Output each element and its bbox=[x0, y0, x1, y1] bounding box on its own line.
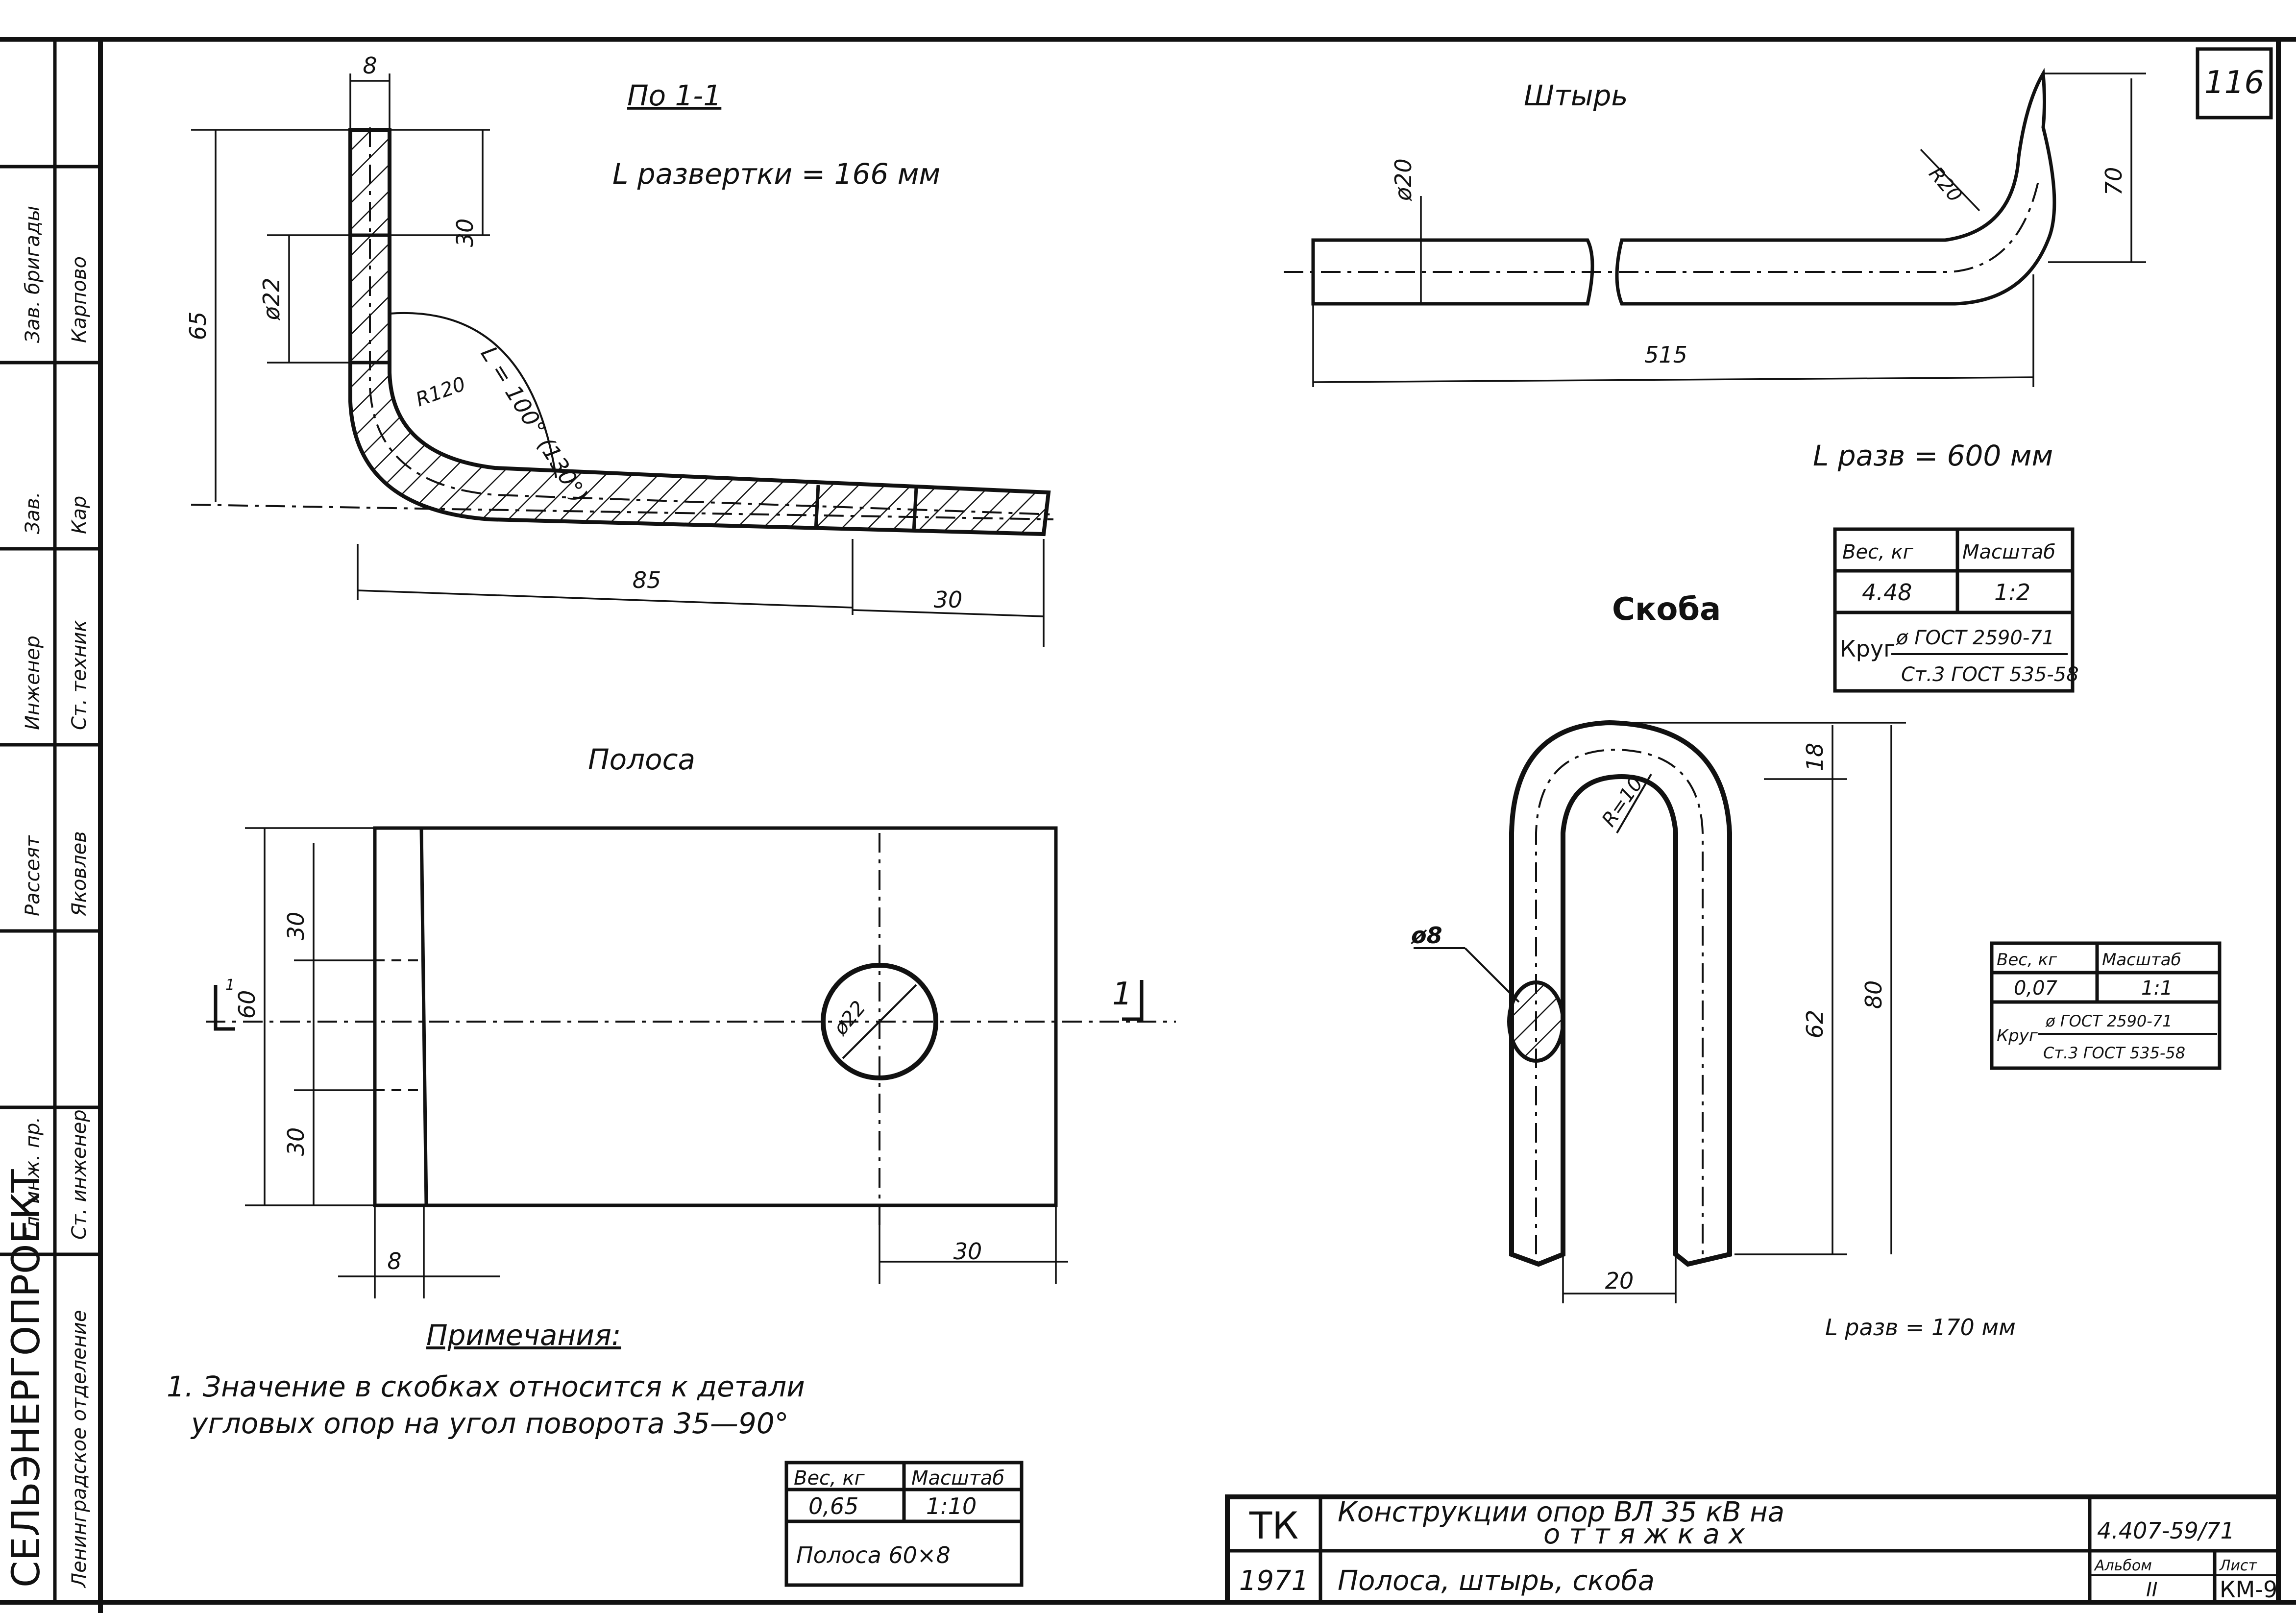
stamp-role-1: Гл. инж. пр. bbox=[22, 1117, 44, 1240]
dim-strip-top: 30 bbox=[452, 219, 478, 247]
section-mark-left: 1 bbox=[225, 977, 235, 994]
pin-spec-weight: 4.48 bbox=[1862, 579, 1912, 606]
bracket-view: Скоба ø8 R=10 18 62 80 20 L разв = 170 м… bbox=[1411, 591, 2016, 1341]
strip-spec-desc: Полоса 60×8 bbox=[796, 1542, 951, 1568]
stamp-sign-4: Ст. техник bbox=[68, 620, 91, 730]
pin-dim-dia: ø20 bbox=[1390, 158, 1417, 201]
dim-strip-radius: R120 bbox=[413, 373, 469, 412]
tb-sheet-hdr: Лист bbox=[2219, 1557, 2258, 1574]
notes-title: Примечания: bbox=[426, 1319, 621, 1352]
dim-plan-top: 30 bbox=[283, 912, 309, 941]
strip-section-title: По 1-1 bbox=[627, 79, 721, 112]
dim-plan-hole: ø22 bbox=[829, 997, 870, 1040]
stamp-sign-3: Яковлев bbox=[68, 831, 91, 917]
sheet-number: 116 bbox=[2204, 65, 2264, 101]
dim-strip-total-height: 65 bbox=[185, 312, 211, 341]
strip-plan-view: Полоса 1 1 60 30 30 ø22 8 bbox=[206, 743, 1176, 1298]
stamp-role-6: Зав. бригады bbox=[22, 206, 44, 343]
strip-spec-scale-hdr: Масштаб bbox=[911, 1467, 1004, 1490]
notes-block: Примечания: 1. Значение в скобках относи… bbox=[167, 1319, 805, 1440]
strip-spec-table: Вес, кг Масштаб 0,65 1:10 Полоса 60×8 bbox=[784, 1461, 1024, 1587]
bracket-spec-scale: 1:1 bbox=[2141, 977, 2173, 1000]
tb-tk: ТК bbox=[1249, 1504, 1298, 1547]
tb-title-2: оттяжках bbox=[1543, 1518, 1754, 1550]
pin-spec-material-bot: Ст.3 ГОСТ 535-58 bbox=[1901, 663, 2079, 686]
strip-spec-weight-hdr: Вес, кг bbox=[794, 1467, 865, 1490]
stamp-role-4: Инженер bbox=[22, 635, 44, 730]
note-line-2: угловых опор на угол поворота 35—90° bbox=[190, 1407, 789, 1440]
bracket-title: Скоба bbox=[1612, 591, 1721, 628]
bracket-spec-material-bot: Ст.3 ГОСТ 535-58 bbox=[2043, 1044, 2185, 1062]
side-stamp: СЕЛЬЭНЕРГОПРОЕКТ Ленинградское отделение… bbox=[0, 165, 100, 1589]
pin-view: Штырь 515 ø20 R20 70 L разв = 600 мм bbox=[1284, 68, 2146, 472]
bracket-dim-top: 18 bbox=[1802, 743, 1828, 772]
pin-body-left bbox=[1311, 238, 1594, 306]
stamp-role-5: Зав. bbox=[22, 492, 44, 534]
bracket-spec-scale-hdr: Масштаб bbox=[2102, 950, 2181, 970]
strip-plan-outline bbox=[373, 826, 1058, 1207]
dim-strip-width: 8 bbox=[363, 52, 377, 79]
stamp-sign-5: Кар bbox=[68, 496, 91, 534]
stamp-dept: Ленинградское отделение bbox=[68, 1310, 91, 1589]
stamp-org: СЕЛЬЭНЕРГОПРОЕКТ bbox=[4, 1169, 49, 1588]
strip-section-dims: 8 65 30 ø22 R120 L = 100° (130°) 85 30 bbox=[185, 52, 1045, 647]
pin-dim-radius: R20 bbox=[1924, 163, 1966, 207]
bracket-dim-width: 20 bbox=[1605, 1268, 1634, 1294]
bracket-spec-table: Вес, кг Масштаб 0,07 1:1 Круг ø ГОСТ 259… bbox=[1990, 941, 2222, 1070]
dim-plan-left-width: 8 bbox=[387, 1248, 401, 1274]
bracket-spec-material-top: ø ГОСТ 2590-71 bbox=[2045, 1012, 2173, 1030]
strip-bent-profile bbox=[348, 128, 1051, 537]
tb-album-hdr: Альбом bbox=[2094, 1557, 2152, 1574]
pin-spec-scale: 1:2 bbox=[1994, 579, 2030, 606]
title-block: ТК 1971 Конструкции опор ВЛ 35 кВ на отт… bbox=[1225, 1494, 2281, 1605]
tb-year: 1971 bbox=[1239, 1565, 1309, 1597]
note-line-1: 1. Значение в скобках относится к детали bbox=[167, 1370, 805, 1403]
pin-dim-length: 515 bbox=[1644, 342, 1687, 368]
bracket-dev-length: L разв = 170 мм bbox=[1825, 1314, 2016, 1341]
strip-spec-scale: 1:10 bbox=[926, 1493, 977, 1519]
strip-plan-dims: 60 30 30 ø22 8 30 bbox=[234, 827, 1068, 1298]
pin-dim-height: 70 bbox=[2101, 167, 2127, 196]
tb-subtitle: Полоса, штырь, скоба bbox=[1338, 1565, 1655, 1597]
tb-title-1: Конструкции опор ВЛ 35 кВ на bbox=[1338, 1496, 1784, 1528]
bracket-outer bbox=[1509, 720, 1732, 1267]
stamp-role-3: Рассеят bbox=[22, 835, 44, 916]
pin-spec-material-label: Круг bbox=[1840, 635, 1895, 662]
strip-plan-title: Полоса bbox=[588, 743, 695, 776]
dim-strip-hole: ø22 bbox=[258, 278, 285, 321]
pin-body-right bbox=[1615, 68, 2056, 306]
tb-album: II bbox=[2146, 1579, 2158, 1601]
dim-plan-bottom: 30 bbox=[283, 1127, 309, 1156]
strip-plan-hole bbox=[821, 963, 938, 1080]
bracket-dim-total: 80 bbox=[1860, 980, 1887, 1009]
dim-strip-length-a: 85 bbox=[633, 567, 661, 593]
dim-strip-length-b: 30 bbox=[934, 587, 963, 613]
tb-sheet: КМ-9 bbox=[2220, 1576, 2277, 1603]
dim-plan-right-width: 30 bbox=[953, 1238, 982, 1265]
bracket-dim-rod: ø8 bbox=[1411, 922, 1442, 949]
bracket-dim-mid: 62 bbox=[1802, 1010, 1828, 1039]
bracket-spec-weight-hdr: Вес, кг bbox=[1997, 950, 2057, 970]
strip-section-view: По 1-1 L развертки = 166 мм 8 65 30 ø22 bbox=[185, 52, 1054, 647]
bracket-rod-section bbox=[1507, 980, 1565, 1063]
dim-plan-total: 60 bbox=[234, 990, 260, 1019]
pin-spec-weight-hdr: Вес, кг bbox=[1842, 541, 1914, 563]
pin-dev-length: L разв = 600 мм bbox=[1813, 439, 2053, 472]
stamp-sign-6: Карпово bbox=[68, 256, 91, 343]
pin-spec-material-top: ø ГОСТ 2590-71 bbox=[1896, 627, 2054, 649]
stamp-role-2: Ст. инженер bbox=[68, 1109, 91, 1240]
section-mark-right: 1 bbox=[1112, 976, 1132, 1012]
pin-spec-table: Вес, кг Масштаб 4.48 1:2 Круг ø ГОСТ 259… bbox=[1833, 527, 2079, 693]
sheet-frame bbox=[0, 37, 2296, 1613]
strip-dev-length: L развертки = 166 мм bbox=[612, 157, 940, 191]
bracket-spec-material-label: Круг bbox=[1997, 1026, 2038, 1046]
pin-spec-scale-hdr: Масштаб bbox=[1962, 541, 2055, 563]
tb-code: 4.407-59/71 bbox=[2097, 1517, 2235, 1544]
pin-title: Штырь bbox=[1524, 79, 1628, 112]
strip-spec-weight: 0,65 bbox=[808, 1493, 858, 1519]
bracket-spec-weight: 0,07 bbox=[2014, 977, 2058, 1000]
sheet-number-box: 116 bbox=[2196, 47, 2273, 120]
